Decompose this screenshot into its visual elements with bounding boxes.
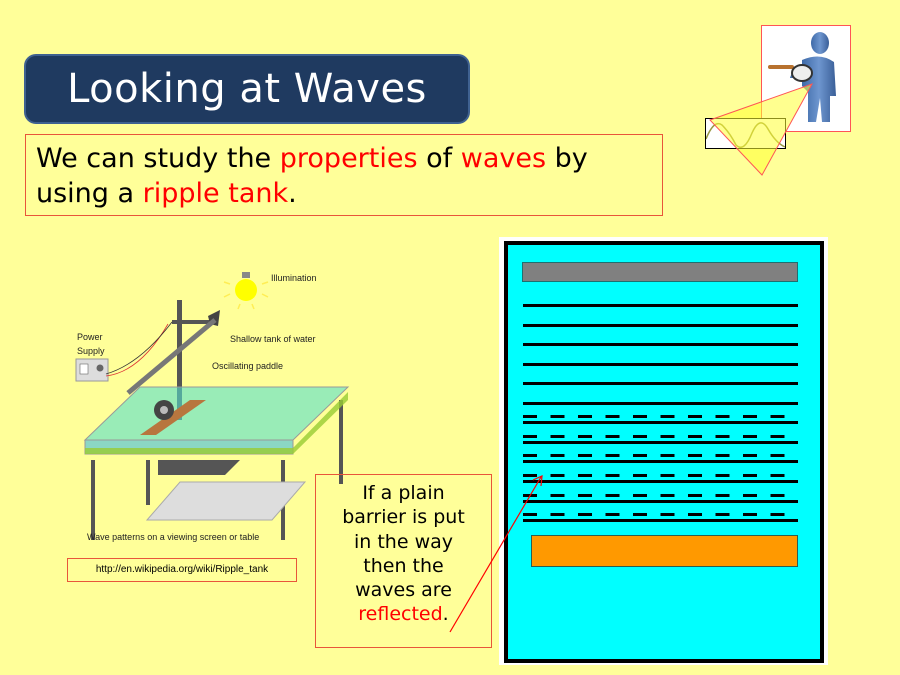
intro-text: by using a	[36, 143, 588, 209]
incident-wavefront	[523, 500, 798, 503]
label-wave-patterns: Wave patterns on a viewing screen or tab…	[87, 532, 260, 542]
incident-wavefront	[523, 441, 798, 444]
incident-wavefront	[523, 402, 798, 405]
caption-end: .	[442, 603, 449, 626]
caption-line: waves are	[355, 579, 452, 602]
intro-text: of	[417, 143, 461, 174]
caption-line: If a plain	[362, 482, 445, 504]
reflected-wavefront	[523, 415, 798, 418]
source-link[interactable]: http://en.wikipedia.org/wiki/Ripple_tank	[67, 558, 297, 582]
caption-line: then the	[363, 554, 444, 577]
ripple-tank-apparatus-diagram: Illumination Power Supply Shallow tank o…	[60, 260, 360, 550]
plain-barrier	[531, 535, 798, 567]
incident-wavefront	[523, 343, 798, 346]
label-illumination: Illumination	[271, 273, 317, 283]
reflected-wavefront	[523, 474, 798, 477]
tank-diagram-water	[504, 241, 824, 663]
incident-wavefront	[523, 480, 798, 483]
keyword-ripple-tank: ripple tank	[142, 178, 289, 209]
label-power-supply-2: Supply	[77, 346, 105, 356]
keyword-waves: waves	[460, 143, 547, 174]
incident-wavefront	[523, 382, 798, 385]
incident-wavefront	[523, 460, 798, 463]
label-oscillating-paddle: Oscillating paddle	[212, 361, 284, 371]
reflected-wavefront	[523, 494, 798, 497]
incident-wavefront	[523, 363, 798, 366]
incident-wavefront	[523, 421, 798, 424]
intro-text: .	[288, 178, 297, 209]
reflected-wavefront	[523, 435, 798, 438]
intro-text-box: We can study the properties of waves by …	[25, 134, 663, 216]
keyword-properties: properties	[279, 143, 418, 174]
intro-text: We can study the	[36, 143, 280, 174]
wave-paddle	[522, 262, 798, 282]
slide-title: Looking at Waves	[24, 54, 470, 124]
sine-wave-icon	[705, 118, 786, 149]
light-bulb-icon	[223, 272, 269, 310]
reflected-wavefront	[523, 513, 798, 516]
incident-wavefront	[523, 304, 798, 307]
caption-box: If a plain barrier is put in the way the…	[315, 474, 492, 648]
incident-wavefront	[523, 519, 798, 522]
keyword-reflected: reflected	[358, 603, 443, 626]
caption-line: reflected.	[316, 602, 491, 626]
person-with-magnifier-icon	[761, 25, 851, 132]
label-power-supply-1: Power	[77, 332, 103, 342]
incident-wavefront	[523, 324, 798, 327]
label-shallow-tank: Shallow tank of water	[230, 334, 316, 344]
reflected-wavefront	[523, 454, 798, 457]
caption-line: barrier is put	[342, 506, 465, 529]
caption-line: in the way	[353, 530, 453, 553]
